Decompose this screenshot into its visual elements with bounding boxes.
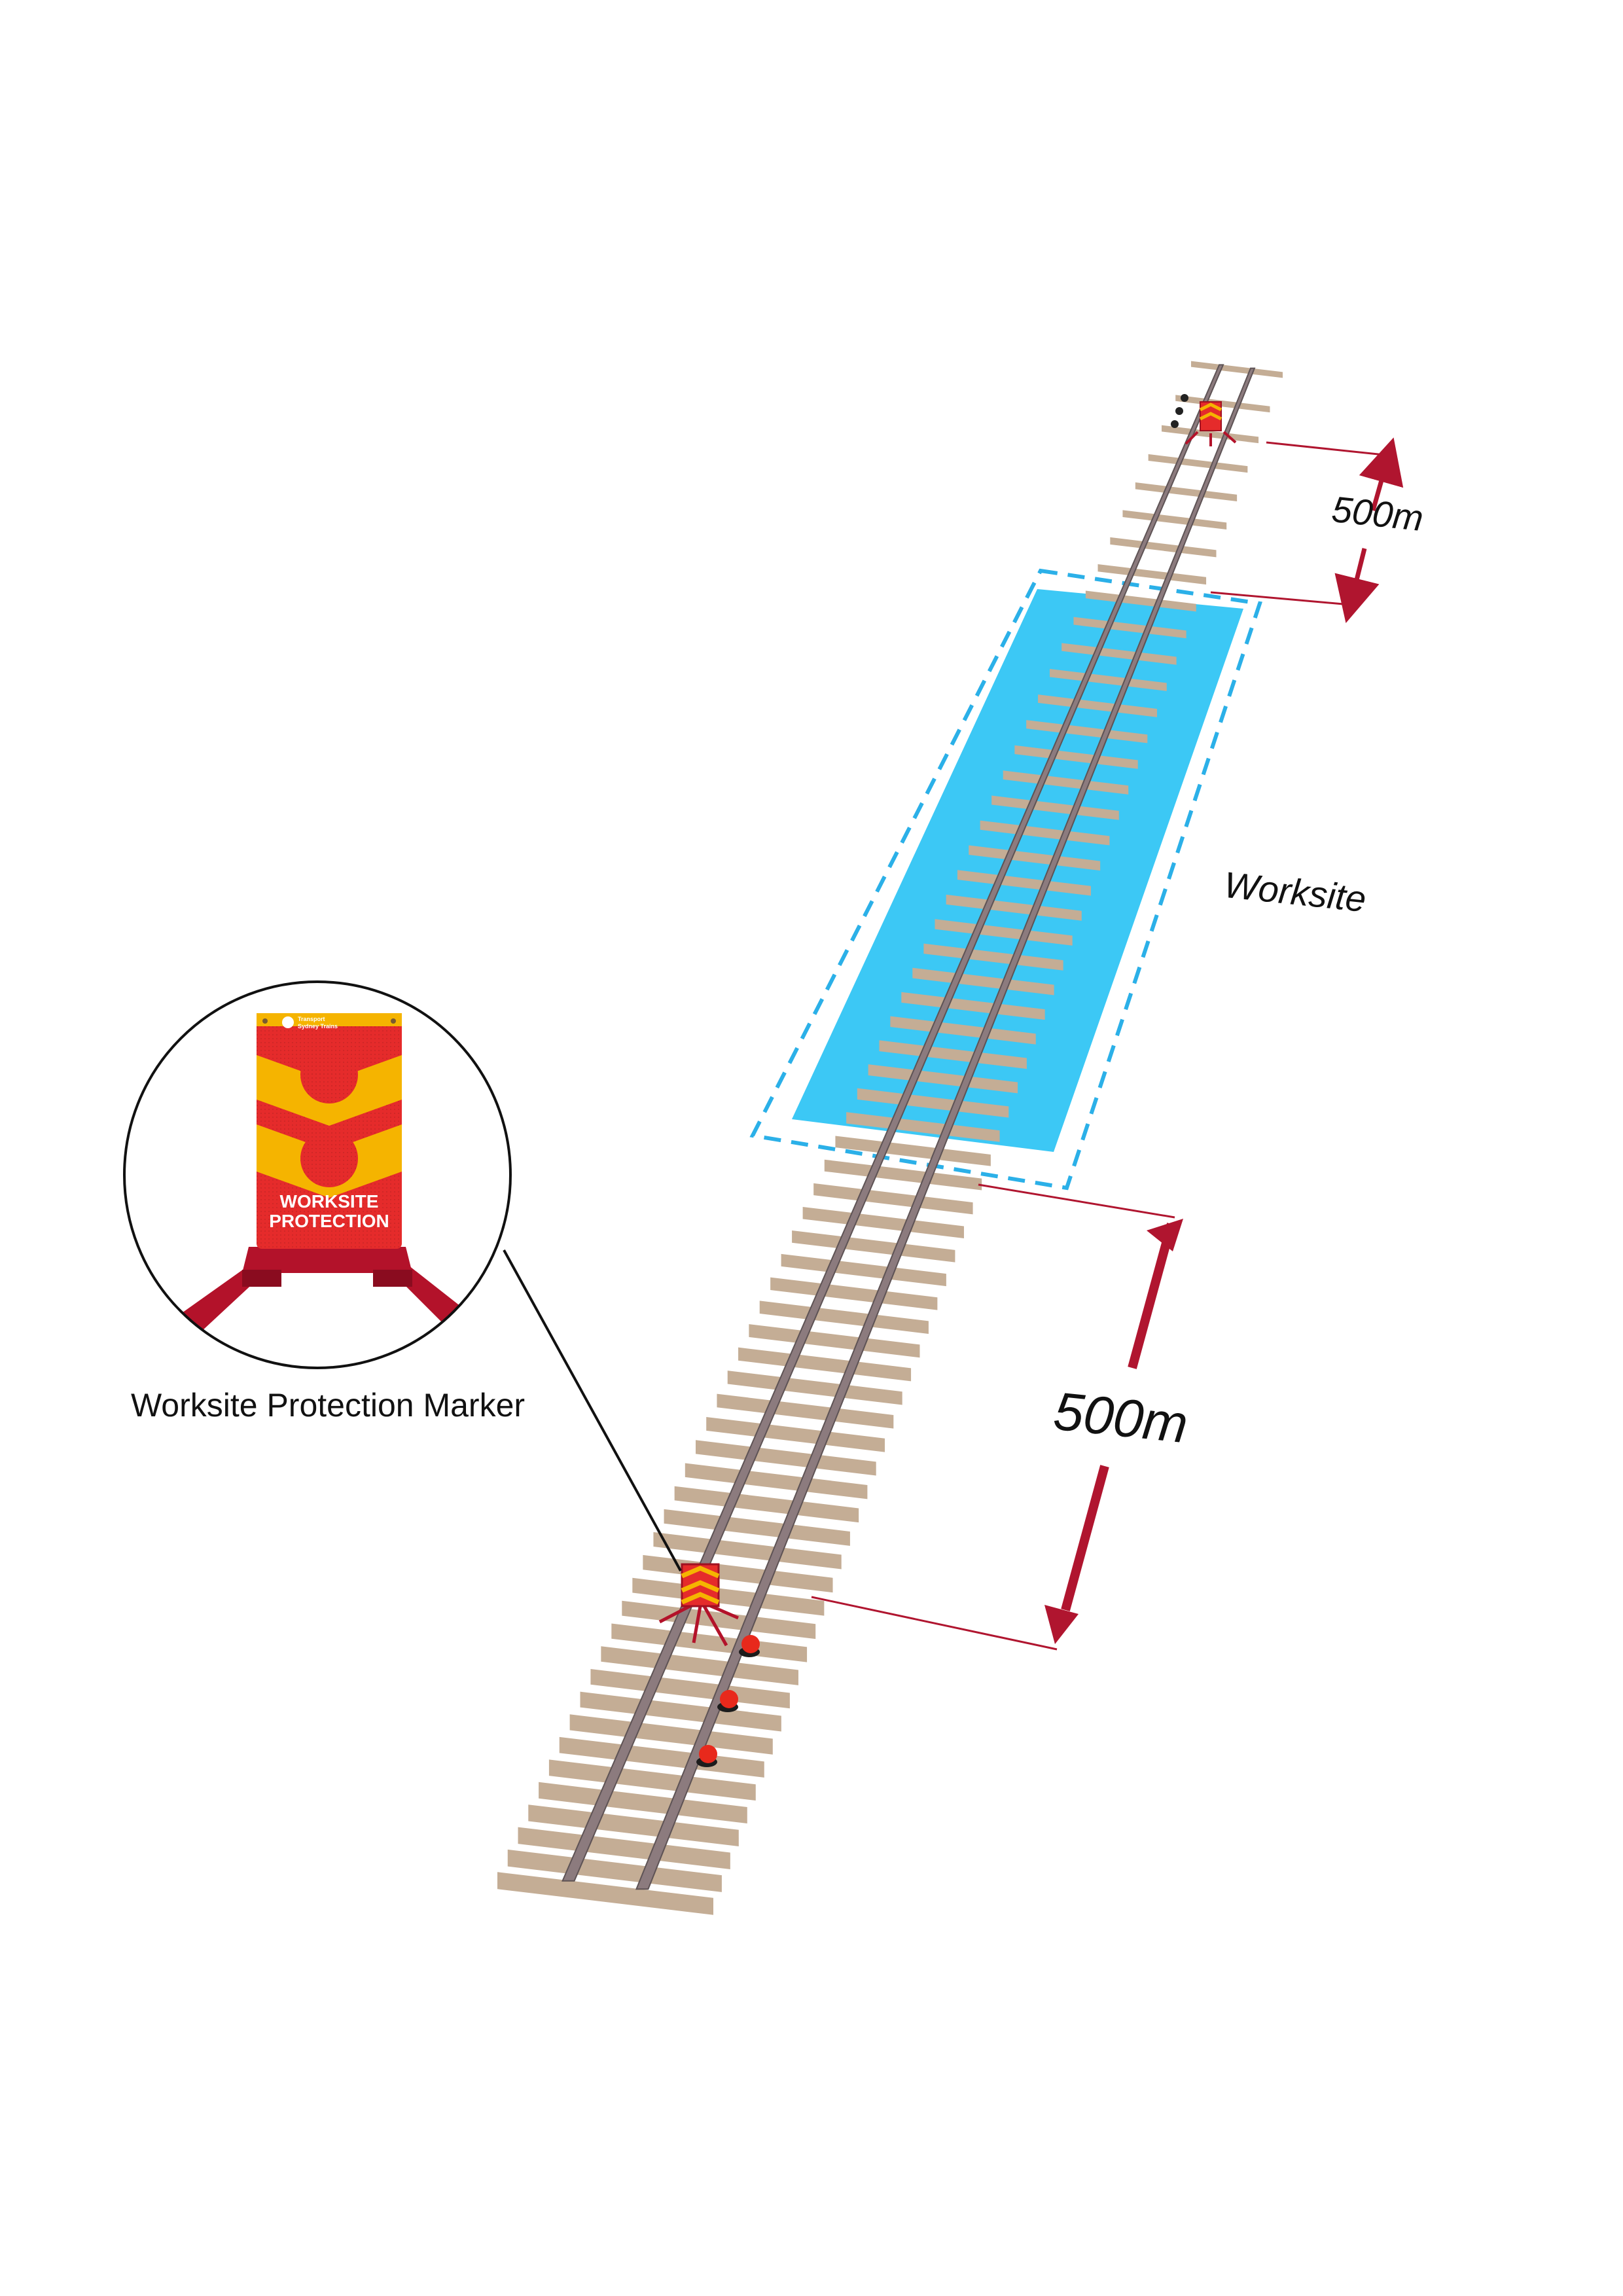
sleeper — [935, 919, 1073, 946]
marker-icon-near — [658, 1563, 739, 1647]
sleeper — [674, 1486, 859, 1523]
sleeper — [1050, 668, 1167, 691]
dimension-bottom — [811, 1183, 1183, 1651]
left-rail — [562, 364, 1224, 1882]
sleeper — [706, 1416, 885, 1452]
sleeper — [890, 1016, 1036, 1045]
callout-circle-border — [123, 980, 512, 1369]
worksite-zone-border — [749, 568, 1262, 1191]
sleeper — [622, 1600, 816, 1640]
worksite-zone-fill — [792, 589, 1243, 1152]
sleeper — [528, 1804, 739, 1847]
sleeper — [695, 1440, 876, 1476]
sleeper — [685, 1463, 868, 1499]
sleeper — [1026, 720, 1148, 744]
sleeper — [1191, 361, 1283, 378]
worksite-protection-sign: Transport Sydney Trains WORKSITE PROTECT… — [257, 1013, 402, 1249]
sleeper — [868, 1064, 1018, 1094]
sleeper — [835, 1136, 991, 1166]
sleeper — [813, 1183, 973, 1215]
transport-logo-icon — [282, 1016, 294, 1028]
sign-text-line1: WORKSITE — [280, 1191, 379, 1211]
sleeper — [770, 1277, 938, 1310]
sleeper — [507, 1849, 722, 1892]
worksite-area — [749, 568, 1262, 1191]
sleeper — [497, 1872, 713, 1915]
sleeper — [539, 1782, 747, 1824]
sleeper — [957, 870, 1091, 896]
sleeper — [1148, 454, 1248, 473]
sleeper — [1175, 395, 1270, 413]
sleeper — [1110, 537, 1217, 558]
sleeper — [1073, 617, 1186, 639]
sleeper — [901, 992, 1045, 1020]
sleeper — [781, 1253, 946, 1287]
sleeper — [518, 1827, 730, 1870]
sleeper — [1085, 590, 1196, 612]
sleeper — [580, 1691, 781, 1732]
sleeper — [664, 1509, 850, 1546]
detonator-icons — [696, 1635, 760, 1767]
sleeper — [738, 1347, 912, 1382]
sleeper — [548, 1759, 756, 1801]
marker-zoom-callout: Transport Sydney Trains WORKSITE PROTECT… — [123, 980, 512, 1369]
sleeper — [802, 1206, 964, 1239]
sleeper — [991, 795, 1119, 820]
right-rail — [635, 367, 1256, 1890]
sleeper — [749, 1324, 920, 1358]
sleeper — [857, 1088, 1009, 1118]
railway-track — [497, 361, 1283, 1915]
dimension-top — [1210, 437, 1404, 623]
callout-leader-line — [503, 1249, 682, 1571]
detonators-far — [1171, 394, 1188, 428]
detonator-icon — [739, 1635, 760, 1657]
sleeper — [559, 1736, 764, 1778]
sign-brand-line1: Transport — [298, 1016, 325, 1022]
sleeper — [717, 1393, 894, 1429]
sleeper — [879, 1040, 1027, 1069]
sleeper — [1014, 745, 1138, 769]
sleeper — [792, 1230, 955, 1263]
sleeper — [1038, 694, 1157, 717]
sleeper — [569, 1714, 773, 1755]
sleeper — [1122, 510, 1227, 530]
marker-caption: Worksite Protection Marker — [131, 1387, 526, 1424]
sleeper — [1135, 482, 1238, 502]
detonator-icon — [696, 1745, 717, 1767]
sleeper — [727, 1371, 902, 1405]
sleeper — [653, 1532, 842, 1570]
sleeper — [946, 894, 1082, 921]
sleeper — [759, 1300, 929, 1334]
sign-brand-line2: Sydney Trains — [298, 1023, 338, 1030]
sleeper — [1003, 770, 1129, 795]
marker-icon-far — [1185, 401, 1237, 446]
sleeper — [1061, 643, 1177, 665]
sleeper — [1097, 564, 1207, 585]
sleeper — [969, 845, 1101, 871]
sign-text-line2: PROTECTION — [269, 1211, 389, 1231]
sleeper — [846, 1112, 1000, 1142]
sleeper — [590, 1668, 790, 1709]
sleeper — [632, 1577, 825, 1616]
sleeper — [980, 820, 1110, 846]
sleeper — [923, 943, 1063, 971]
detonator-icon — [717, 1690, 738, 1712]
sleeper — [824, 1159, 982, 1191]
track-rails — [562, 364, 1256, 1890]
track-sleepers — [497, 361, 1283, 1915]
sleeper — [601, 1646, 798, 1685]
sleeper — [912, 967, 1054, 996]
